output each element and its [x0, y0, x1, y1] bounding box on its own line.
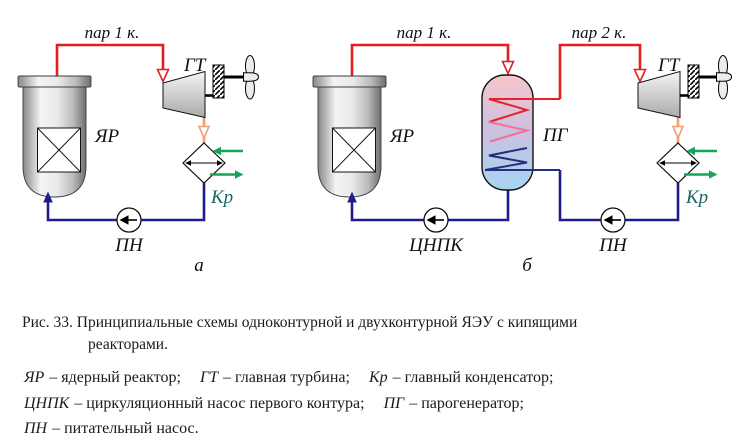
left-propeller-icon — [243, 55, 260, 100]
legend-abbr: ГТ — [199, 369, 218, 386]
right-reactor-inlet-arrow-icon — [347, 191, 357, 203]
legend-line-2: ЦНПК– циркуляционный насос первого конту… — [24, 391, 734, 417]
left-condenser-icon — [182, 142, 226, 184]
right-condenser-label: Кр — [685, 187, 708, 208]
legend-desc: – ядерный реактор; — [49, 369, 181, 386]
legend-abbr: ЯР — [24, 369, 45, 386]
left-condenser-label: Кр — [210, 187, 233, 208]
right-steam1-label: пар 1 к. — [397, 23, 452, 42]
legend-line-1: ЯР– ядерный реактор; ГТ– главная турбина… — [24, 365, 734, 391]
right-cooling-out-arrow-icon — [684, 170, 718, 179]
legend-abbr: Кр — [368, 369, 388, 386]
right-exhaust-arrow-icon — [671, 125, 685, 141]
left-feed-pump-label: ПН — [114, 235, 144, 256]
figure-caption-line2: реакторами. — [88, 336, 168, 353]
right-turbine-label: ГТ — [657, 55, 681, 76]
figure-caption-line1: Рис. 33. Принципиальные схемы одноконтур… — [22, 314, 578, 331]
right-feed-pump-icon — [600, 207, 626, 233]
left-exhaust-pipe — [197, 115, 211, 144]
left-cooling-in-arrow-icon — [212, 146, 243, 156]
left-panel-letter: а — [194, 255, 204, 276]
figure-legend: ЯР– ядерный реактор; ГТ– главная турбина… — [24, 365, 734, 442]
legend-desc: – циркуляционный насос первого контура; — [74, 394, 365, 412]
left-shaft-gear-icon — [205, 64, 244, 99]
legend-desc: – питательный насос. — [52, 420, 199, 437]
right-propeller-icon — [716, 55, 733, 100]
legend-item: ПГ– парогенератор; — [384, 395, 524, 412]
legend-item: ЦНПК– циркуляционный насос первого конту… — [24, 395, 365, 412]
schematic-diagram: пар 1 к. ГТ ЯР Кр ПН а — [17, 23, 733, 276]
left-reactor-inlet-arrow-icon — [43, 191, 53, 203]
right-turbine-icon — [637, 70, 681, 119]
right-steam2-label: пар 2 к. — [572, 23, 627, 42]
right-sg-label: ПГ — [542, 125, 569, 146]
right-sg-inlet-arrow-icon — [501, 60, 515, 76]
legend-abbr: ПГ — [383, 394, 405, 412]
legend-item: Кр– главный конденсатор; — [369, 369, 553, 386]
legend-desc: – главная турбина; — [222, 369, 350, 386]
left-turbine-icon — [162, 70, 206, 119]
right-reactor-core-icon — [332, 127, 376, 173]
left-steam-label: пар 1 к. — [85, 23, 140, 42]
legend-abbr: ПН — [24, 420, 48, 437]
right-panel-letter: б — [522, 255, 533, 276]
right-circulation-pump-icon — [423, 207, 449, 233]
left-reactor-label: ЯР — [94, 126, 119, 147]
legend-item: ПН– питательный насос. — [24, 420, 199, 437]
left-cooling-out-arrow-icon — [210, 170, 244, 179]
right-steam-generator-icon — [481, 74, 560, 191]
sg-cold-coil-icon — [484, 147, 560, 171]
left-turbine-label: ГТ — [183, 55, 207, 76]
legend-abbr: ЦНПК — [24, 394, 70, 412]
right-feed-pump-label: ПН — [598, 235, 628, 256]
right-reactor-label: ЯР — [389, 126, 414, 147]
left-turbine-inlet-arrow-icon — [156, 68, 170, 84]
left-exhaust-arrow-icon — [197, 125, 211, 141]
sg-hot-coil-icon — [488, 98, 560, 123]
right-primary-steam-pipe — [350, 43, 515, 77]
left-reactor-core-icon — [37, 127, 81, 173]
right-exhaust-pipe — [671, 115, 685, 144]
left-feed-pump-icon — [116, 207, 142, 233]
legend-item: ГТ– главная турбина; — [200, 369, 350, 386]
right-shaft-gear-icon — [680, 64, 717, 99]
legend-desc: – парогенератор; — [409, 394, 524, 412]
right-secondary-steam-pipe — [558, 43, 647, 99]
right-scheme: пар 1 к. пар 2 к. ГТ ЯР ПГ Кр ЦНПК ПН б — [312, 23, 733, 276]
right-circ-pump-label: ЦНПК — [408, 235, 464, 256]
legend-item: ЯР– ядерный реактор; — [24, 369, 181, 386]
left-steam-pipe — [55, 43, 170, 84]
left-scheme: пар 1 к. ГТ ЯР Кр ПН а — [17, 23, 260, 276]
right-cooling-in-arrow-icon — [686, 146, 717, 156]
legend-desc: – главный конденсатор; — [392, 369, 554, 386]
right-condenser-icon — [656, 142, 700, 184]
legend-line-3: ПН– питательный насос. — [24, 416, 734, 442]
right-reactor-vessel — [312, 75, 387, 198]
left-reactor-vessel — [17, 75, 92, 198]
right-turbine-inlet-arrow-icon — [633, 68, 647, 84]
